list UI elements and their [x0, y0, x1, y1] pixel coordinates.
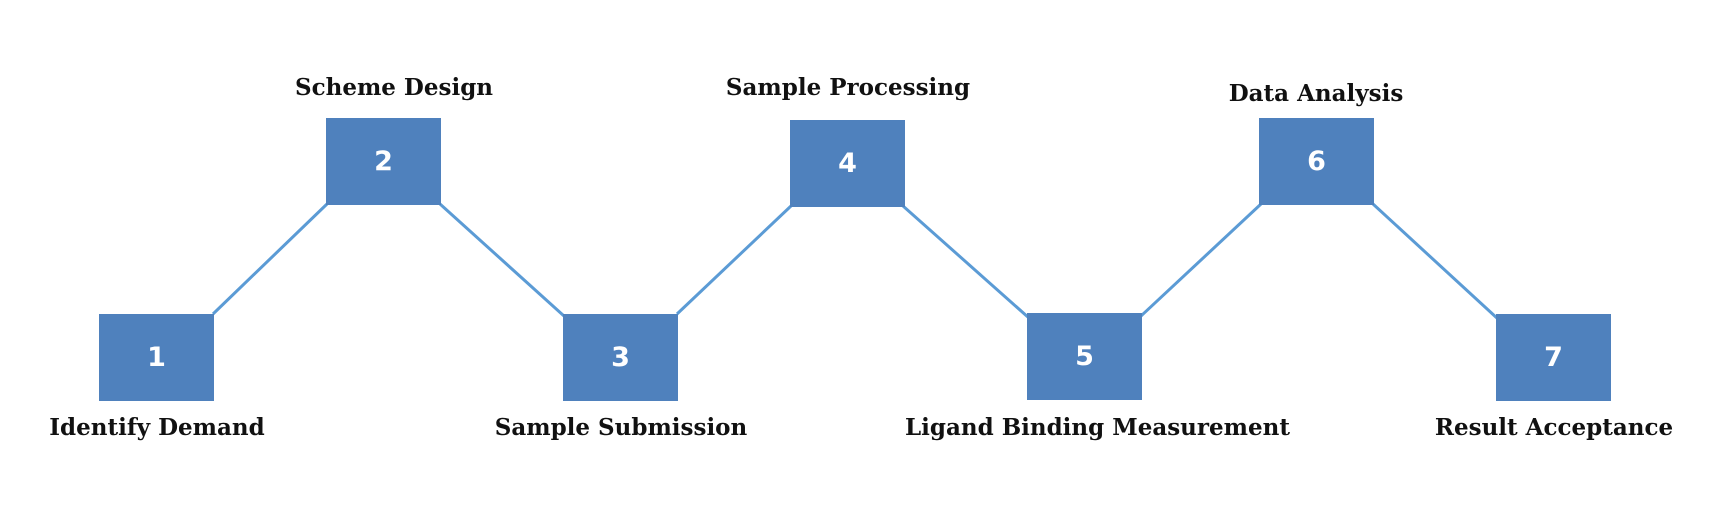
step-7-box: 7	[1496, 314, 1611, 401]
step-4-box: 4	[790, 120, 905, 207]
step-6-label: Data Analysis	[1228, 80, 1404, 107]
step-7-label: Result Acceptance	[1434, 414, 1674, 441]
step-4-label: Sample Processing	[725, 74, 971, 101]
step-1-box: 1	[99, 314, 214, 401]
connector-6-7	[1371, 202, 1500, 321]
connector-1-2	[211, 202, 329, 316]
step-6-box: 6	[1259, 118, 1374, 205]
step-5-box: 5	[1027, 313, 1142, 400]
connector-2-3	[438, 202, 566, 318]
connector-5-6	[1139, 202, 1263, 318]
step-3-label: Sample Submission	[494, 414, 748, 441]
step-3-box: 3	[563, 314, 678, 401]
step-1-label: Identify Demand	[49, 414, 265, 441]
connector-4-5	[902, 204, 1030, 320]
step-5-label: Ligand Binding Measurement	[905, 414, 1290, 441]
step-2-label: Scheme Design	[294, 74, 493, 101]
connector-3-4	[675, 204, 793, 316]
step-2-box: 2	[326, 118, 441, 205]
